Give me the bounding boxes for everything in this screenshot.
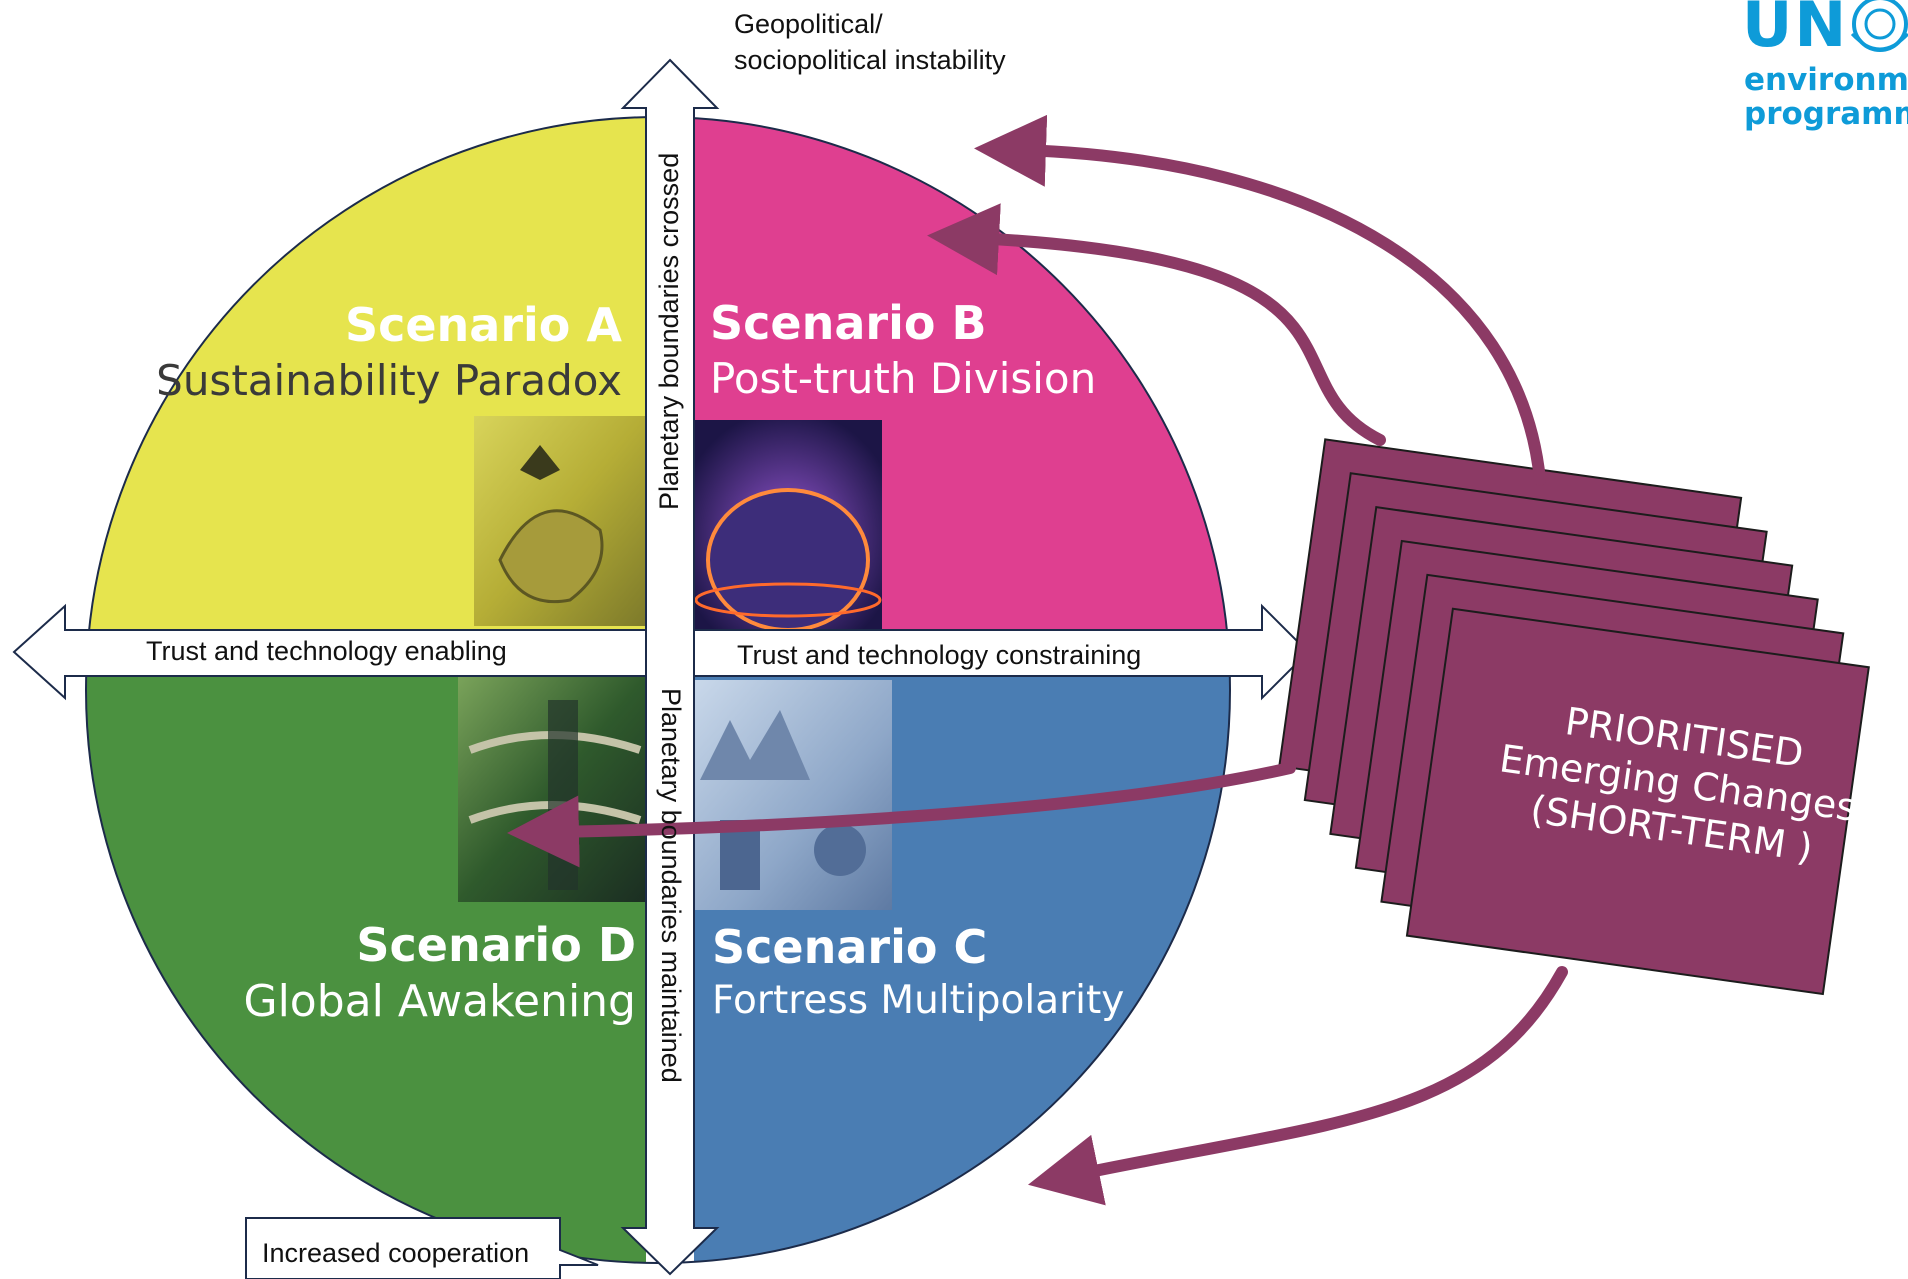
arrow-to-scenario-d (507, 762, 1296, 868)
cooperation-callout (245, 1217, 599, 1279)
arrow-to-top (974, 114, 1546, 486)
logo-environment: environment (1744, 62, 1908, 98)
scenario-b-subtitle: Post-truth Division (710, 354, 1097, 403)
scenario-a-image (474, 416, 646, 626)
scenario-a-subtitle: Sustainability Paradox (156, 356, 622, 405)
un-emblem-icon (1850, 0, 1908, 52)
flow-arrows (507, 114, 1568, 1206)
arrow-to-scenario-b (927, 203, 1386, 446)
axis-label-left: Trust and technology enabling (146, 636, 507, 666)
scenario-c-subtitle: Fortress Multipolarity (712, 978, 1125, 1023)
vertical-axis-arrow (620, 58, 720, 1276)
arrow-to-bottom (1028, 966, 1568, 1206)
logo-programme: programme (1744, 96, 1908, 132)
emerging-changes-cards (1278, 438, 1870, 996)
axis-label-right: Trust and technology constraining (737, 640, 1142, 670)
scenario-d-title: Scenario D (356, 918, 636, 972)
axis-label-vertical-lower: Planetary boundaries maintained (656, 688, 686, 1083)
axis-label-top: Geopolitical/ sociopolitical instability (734, 9, 1006, 75)
axis-label-bottom: Increased cooperation (262, 1238, 530, 1268)
scenario-a-title: Scenario A (344, 298, 622, 352)
axis-label-vertical-upper: Planetary boundaries crossed (654, 152, 684, 510)
scenario-b-image (694, 420, 882, 632)
scenario-d-subtitle: Global Awakening (243, 976, 636, 1027)
scenario-d-image (458, 676, 646, 902)
scenario-b-title: Scenario B (710, 296, 987, 350)
scenario-c-image (694, 680, 892, 910)
logo-un: UN (1742, 0, 1849, 61)
scenario-c-title: Scenario C (712, 920, 988, 974)
